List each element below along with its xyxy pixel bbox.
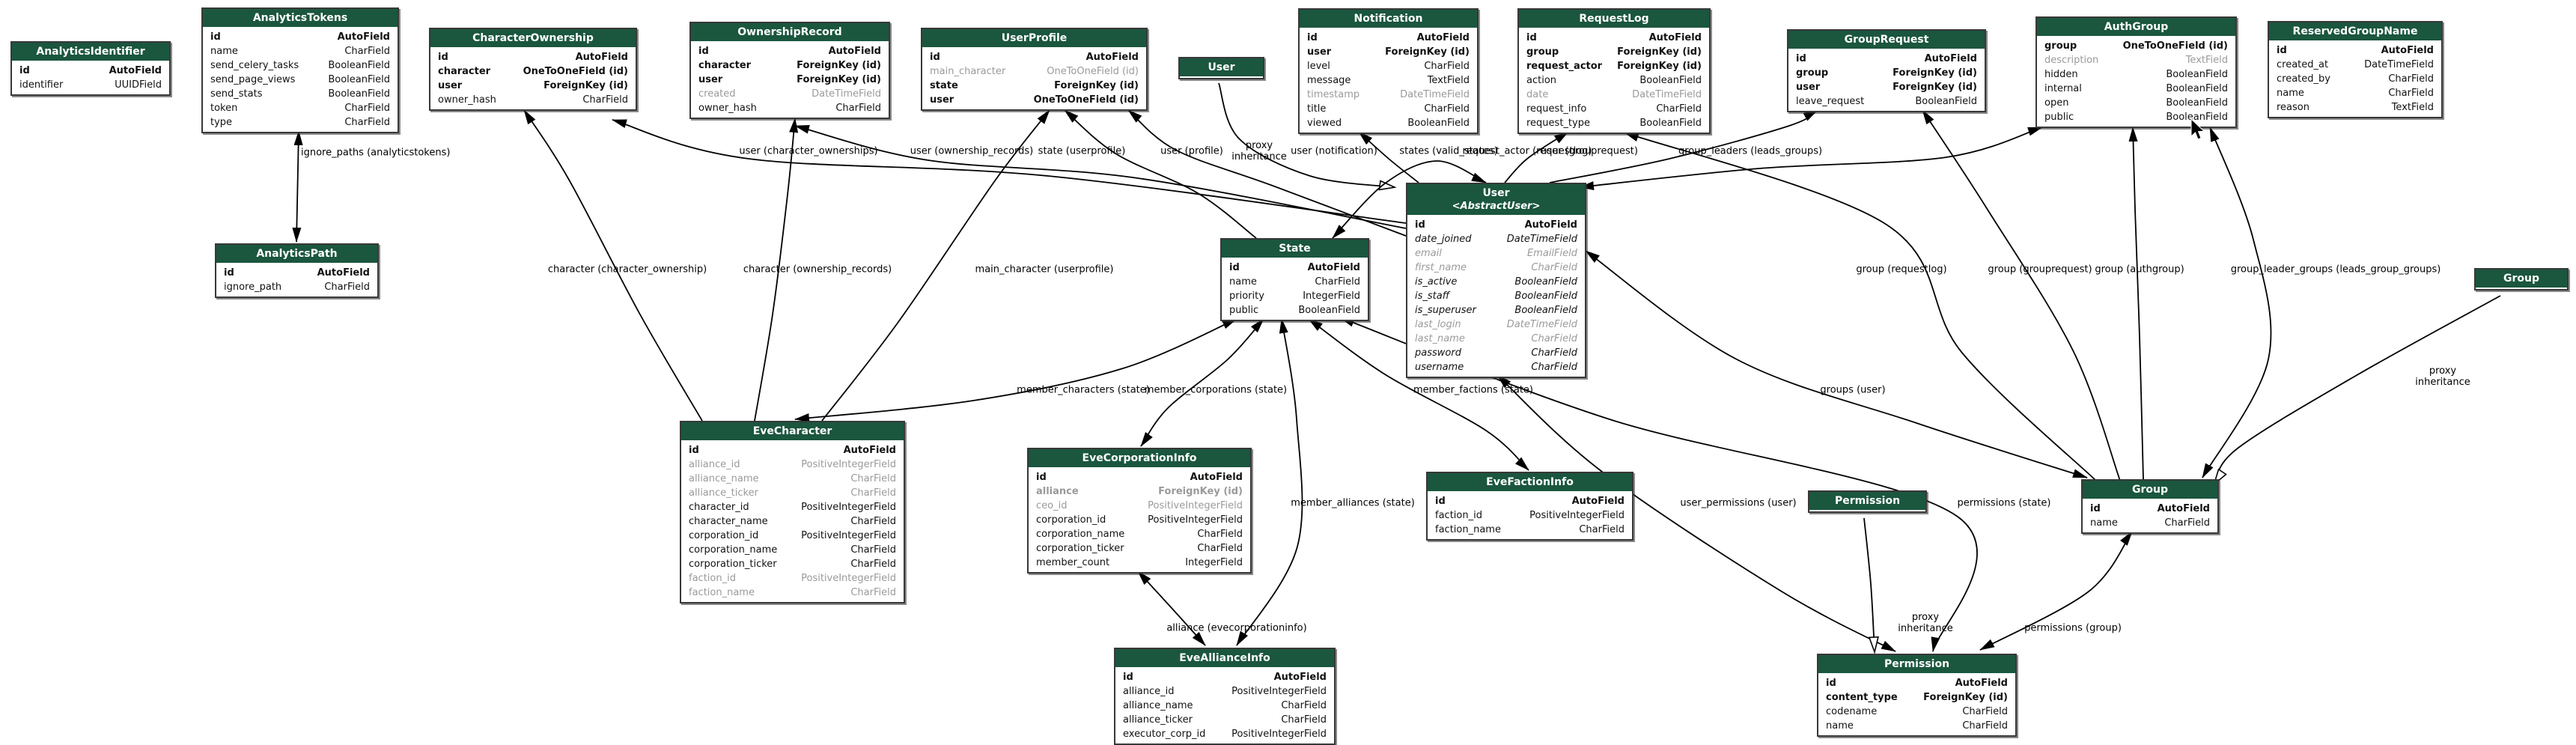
relation-edge [1504,131,1569,183]
relation-edge [1332,160,1487,239]
relation-edge [2214,295,2501,484]
relation-edge [292,130,303,243]
relation-edge [523,109,703,422]
relation-edge [1579,127,2043,190]
relation-edge [1979,531,2133,651]
relation-edge [794,318,1237,422]
relation-edge [1137,571,1206,646]
relation-edge [1218,82,1394,187]
relation-edge [2202,127,2272,478]
relation-edge [1585,250,2088,478]
relation-edge [1339,317,1978,652]
relation-edge [1308,318,1529,471]
relation-edge [1922,109,2121,481]
relation-edge [1358,131,1419,183]
relation-edge [1549,109,1818,183]
relation-edge [794,124,1407,229]
mouse-cursor-icon [2190,118,2205,140]
relation-edge [754,118,799,422]
relation-edge [1624,132,2097,481]
relation-edge [1064,109,1257,239]
relation-edge [612,119,1407,224]
relation-edge [2128,127,2144,480]
relation-edge [1236,318,1303,646]
relation-edge [1140,318,1264,447]
relation-edge [1496,374,1896,652]
relation-edge [1863,517,1875,651]
relation-edge [821,109,1050,422]
